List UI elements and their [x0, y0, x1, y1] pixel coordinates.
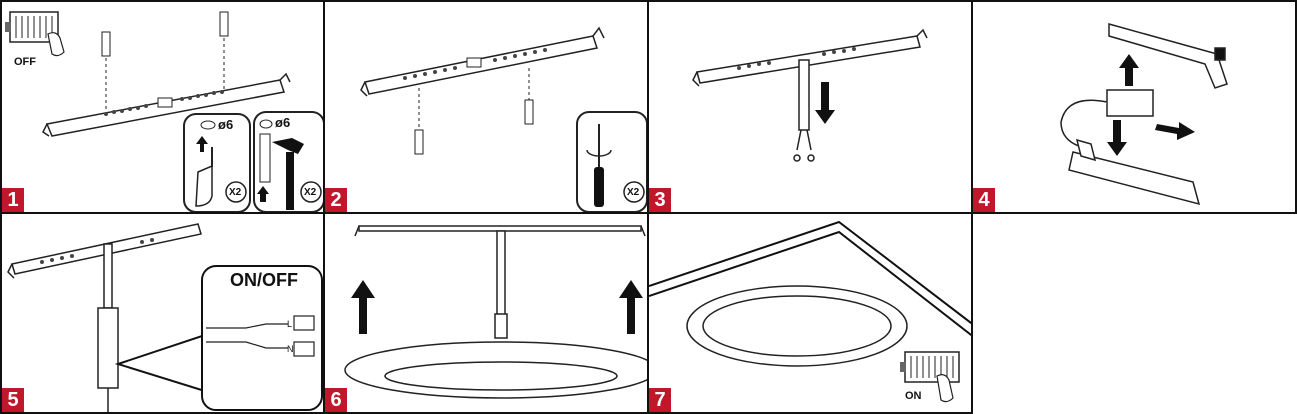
direction-arrows	[1107, 54, 1195, 156]
cable	[793, 59, 815, 162]
step-5-drawing	[7, 223, 323, 412]
callout-pointer	[114, 332, 209, 394]
anchor-size-label: ø6	[275, 115, 291, 130]
hammer-inset	[253, 111, 323, 212]
screw-quantity-label: X2	[627, 187, 640, 198]
step-number-badge: 2	[325, 188, 347, 212]
right-arrow-icon	[1155, 122, 1195, 140]
step-7-drawing	[649, 220, 971, 403]
screw-icon	[414, 68, 534, 155]
step-5-panel: ON/OFF L N 5	[0, 212, 325, 414]
switch-on-label: ON	[905, 390, 922, 402]
breaker-switch-icon	[900, 351, 960, 403]
connector-block	[1060, 89, 1154, 149]
step-number-badge: 6	[325, 388, 347, 412]
terminal-callout	[201, 265, 323, 411]
up-arrow-icon	[619, 280, 643, 334]
step-4-drawing	[1060, 23, 1228, 206]
step-number-badge: 7	[649, 388, 671, 412]
screwdriver-inset	[576, 111, 647, 212]
driver-base	[1068, 138, 1201, 206]
suspension-cable	[97, 243, 119, 412]
down-arrow-icon	[1107, 120, 1127, 156]
step-6-drawing	[344, 225, 647, 399]
wall-plug-icon	[101, 11, 229, 112]
drill-size-label: ø6	[218, 117, 234, 132]
breaker-switch-icon	[5, 11, 65, 57]
mounting-bracket	[692, 28, 928, 87]
drill-quantity-label: X2	[229, 187, 242, 198]
step-1-panel: OFF ø6 ø6 X2 X2 1	[0, 0, 325, 214]
switch-off-label: OFF	[14, 56, 36, 68]
drill-inset	[183, 113, 251, 212]
step-2-panel: X2 2	[323, 0, 649, 214]
step-7-panel: ON 7	[647, 212, 973, 414]
terminal-n-label: N	[287, 344, 294, 354]
step-3-panel: 3	[647, 0, 973, 214]
round-ceiling-light	[344, 341, 647, 399]
step-4-panel: 4	[971, 0, 1297, 214]
mounting-bracket	[42, 72, 291, 137]
hammer-quantity-label: X2	[304, 187, 317, 198]
terminal-l-label: L	[287, 319, 293, 329]
step-6-panel: 6	[323, 212, 649, 414]
mounting-bracket	[354, 225, 646, 237]
mounting-bracket	[360, 26, 605, 97]
callout-title: ON/OFF	[230, 270, 298, 290]
ceiling-corner	[649, 220, 971, 337]
round-ceiling-light	[686, 285, 908, 367]
up-arrow-icon	[1119, 54, 1139, 86]
suspension-cable	[494, 230, 508, 339]
step-number-badge: 3	[649, 188, 671, 212]
step-number-badge: 4	[973, 188, 995, 212]
down-arrow-icon	[815, 82, 835, 124]
step-number-badge: 1	[2, 188, 24, 212]
step-1-drawing	[5, 11, 323, 212]
driver-cover	[1108, 23, 1228, 89]
up-arrow-icon	[351, 280, 375, 334]
step-number-badge: 5	[2, 388, 24, 412]
step-2-drawing	[360, 26, 647, 212]
step-3-drawing	[692, 28, 928, 162]
